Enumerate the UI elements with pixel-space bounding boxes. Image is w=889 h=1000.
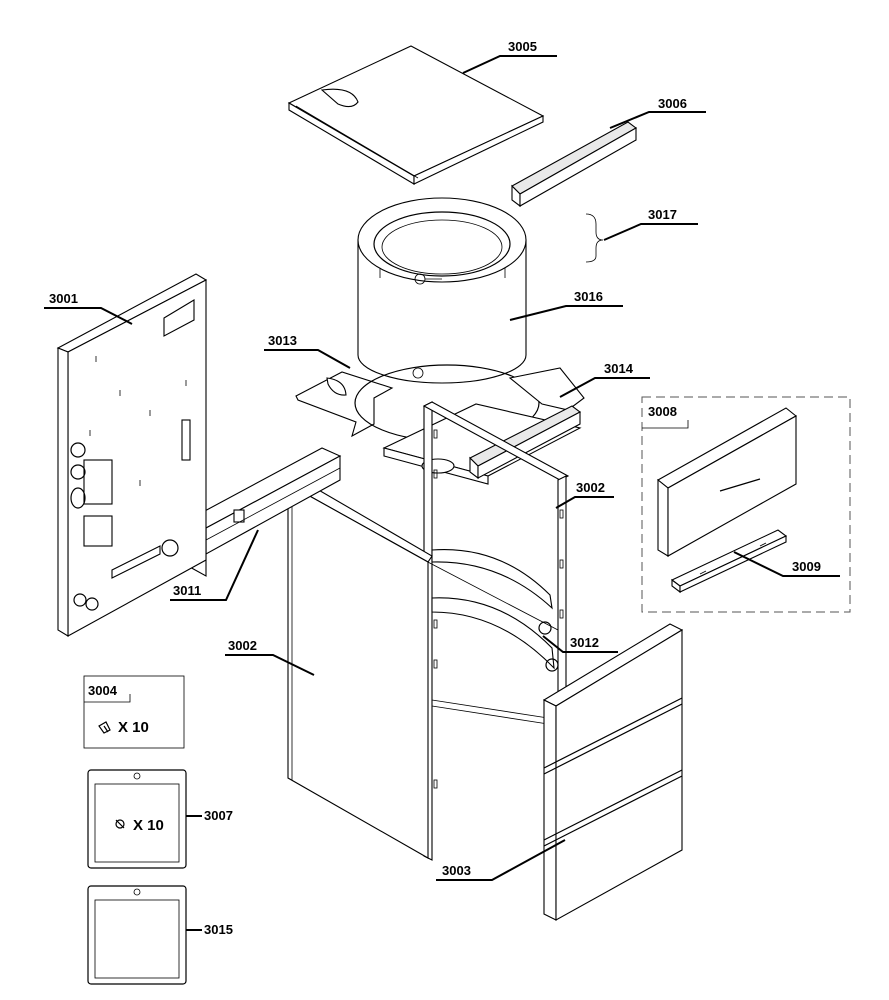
label-3011: 3011: [173, 583, 201, 598]
label-3002-left: 3002: [228, 638, 257, 653]
label-3012: 3012: [570, 635, 599, 650]
label-3001: 3001: [49, 291, 78, 306]
detail-bag-3007: [87, 769, 187, 869]
detail-box-3008: [641, 396, 851, 613]
clip-icon: [98, 721, 111, 734]
label-3002-right: 3002: [576, 480, 605, 495]
screw-icon: [115, 819, 125, 829]
detail-box-3004: [83, 675, 185, 749]
part-front-door: [542, 623, 684, 921]
label-3013: 3013: [268, 333, 297, 348]
part-labels: 3005 3006 3017 3016 3001 3013 3014 3008 …: [49, 39, 821, 937]
label-3008: 3008: [648, 404, 677, 419]
label-3009: 3009: [792, 559, 821, 574]
quantity-clips: X 10: [118, 719, 149, 736]
label-3006: 3006: [658, 96, 687, 111]
part-back-panel: [56, 273, 208, 637]
detail-bag-3015: [87, 885, 187, 985]
label-3014: 3014: [604, 361, 634, 376]
part-trim-strip: [511, 121, 638, 208]
label-3015: 3015: [204, 922, 233, 937]
bracket-3017: [585, 213, 604, 263]
quantity-screws: X 10: [133, 817, 164, 834]
part-top-cover: [287, 45, 545, 185]
part-cylinder-drum: [357, 197, 527, 384]
part-left-side-panel: [286, 477, 433, 859]
label-3003: 3003: [442, 863, 471, 878]
label-3004: 3004: [88, 683, 118, 698]
label-3007: 3007: [204, 808, 233, 823]
label-3005: 3005: [508, 39, 537, 54]
part-curved-crossbars: [431, 548, 559, 672]
leader-lines: [44, 55, 840, 931]
label-3017: 3017: [648, 207, 677, 222]
label-3016: 3016: [574, 289, 603, 304]
part-base-plate: [295, 364, 585, 485]
